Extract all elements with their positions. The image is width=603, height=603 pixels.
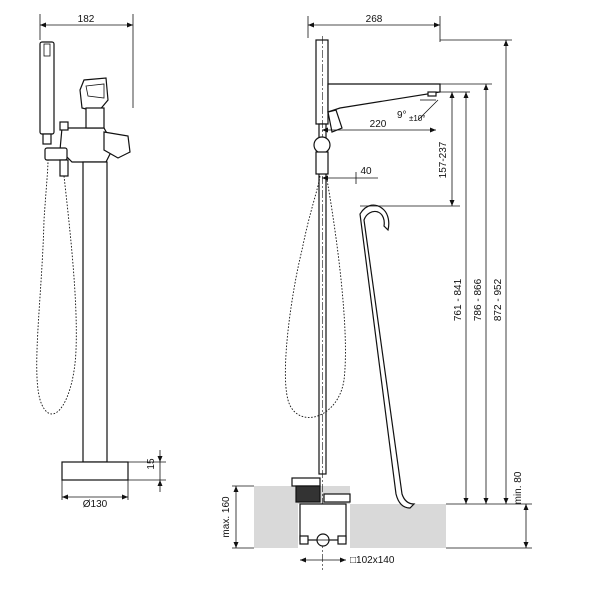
side-view: 268 9° ±10° [221,14,532,570]
dim-spout-reach: 220 [322,119,436,133]
label-15: 15 [146,458,157,470]
label-box: □102x140 [350,555,395,566]
front-hose [36,159,77,415]
dim-box: □102x140 [300,555,395,566]
front-base: Ø130 [61,461,129,510]
label-tolerance: ±10° [409,114,426,123]
hand-shower [39,41,55,145]
label-220: 220 [370,119,387,130]
dim-base-height: 15 [128,450,166,492]
spout [327,83,441,133]
label-max-160: max. 160 [221,496,232,538]
front-view: 182 Ø [36,14,166,510]
side-mixer [313,136,331,175]
label-872-952: 872 - 952 [493,278,504,321]
dim-max-depth: max. 160 [221,485,254,549]
side-hose [284,173,346,418]
side-column [315,36,329,570]
mixer-body [44,77,131,177]
label-40: 40 [360,166,372,177]
label-157-237: 157-237 [438,141,449,178]
side-base [291,477,351,547]
front-column [82,161,108,463]
label-diameter: Ø130 [83,499,108,510]
label-min-80: min. 80 [513,471,524,504]
dim-heights: 157-237 761 - 841 786 - 866 872 - 952 [360,39,532,549]
bath-rail [359,204,416,509]
label-268: 268 [366,14,383,25]
floor-section-left [254,486,298,548]
dim-angle: 9° ±10° [397,99,439,123]
dim-total-depth: 268 [307,14,441,42]
label-786-866: 786 - 866 [473,278,484,321]
dim-front-width: 182 [39,14,134,108]
label-182: 182 [78,14,95,25]
label-761-841: 761 - 841 [453,278,464,321]
floor-section-right [350,504,446,548]
dim-bracket-offset: 40 [322,166,378,184]
label-angle: 9° [397,110,407,121]
